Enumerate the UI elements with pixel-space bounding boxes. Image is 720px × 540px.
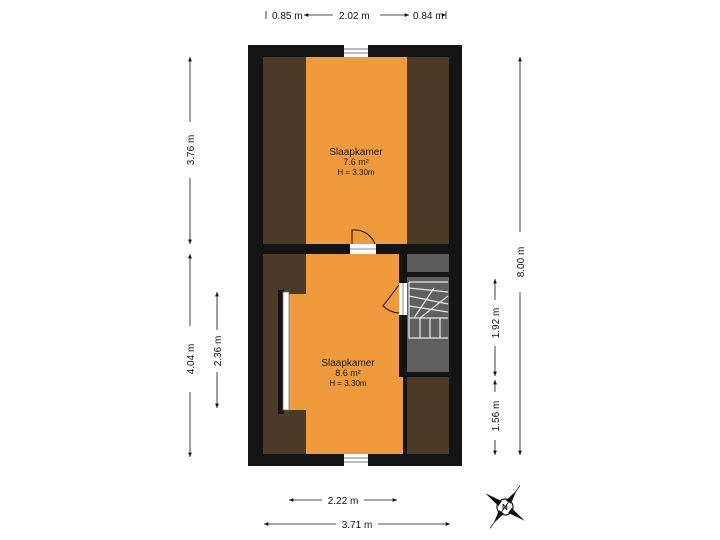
lower-left-partition [278,290,284,414]
door-upper-bedroom [350,229,376,254]
lower-bedroom-floor [306,254,403,454]
dim-left-upper: 3.76 m [186,135,197,166]
window-bottom [344,454,368,466]
upper-room-height: H = 3.30m [337,168,374,177]
upper-room-area: 7.6 m² [343,157,369,167]
compass-north-label: N [502,503,508,512]
door-stair [382,283,407,315]
stair-treads [408,281,449,339]
dim-top-mid: 2.02 m [339,11,370,22]
upper-room-name: Slaapkamer [329,147,383,158]
window-left-lower [282,291,290,411]
window-top [344,45,368,57]
stair-wall-top [403,272,449,277]
lower-room-area: 8.6 m² [335,368,361,378]
compass-rose-icon [485,485,525,529]
upper-right-slope [407,57,449,244]
dim-bottom-inner: 2.22 m [328,496,359,507]
dim-left-inner: 2.36 m [213,336,224,367]
upper-left-slope [263,57,306,244]
upper-bedroom-floor [306,57,407,244]
lower-right-slope [407,376,449,454]
lower-room-name: Slaapkamer [321,358,375,369]
dim-top-right: 0.84 m [413,11,444,22]
stair-lower-landing [403,340,449,372]
lower-bedroom-floor-ext [284,294,306,410]
stair-wall-bottom [399,372,449,377]
lower-bedroom-label: Slaapkamer 8.6 m² H = 3.30m [321,358,375,388]
dim-right-stair: 1.92 m [491,308,502,339]
upper-bedroom-label: Slaapkamer 7.6 m² H = 3.30m [329,147,383,177]
top-dimension [265,11,447,19]
stair-top-void [407,254,449,274]
dim-left-lower: 4.04 m [186,344,197,375]
lower-room-height: H = 3.30m [329,379,366,388]
dim-right-total: 8.00 m [516,247,527,278]
dim-right-lower: 1.56 m [491,401,502,432]
dim-bottom-total: 3.71 m [342,520,373,531]
dim-top-left: 0.85 m [272,11,303,22]
